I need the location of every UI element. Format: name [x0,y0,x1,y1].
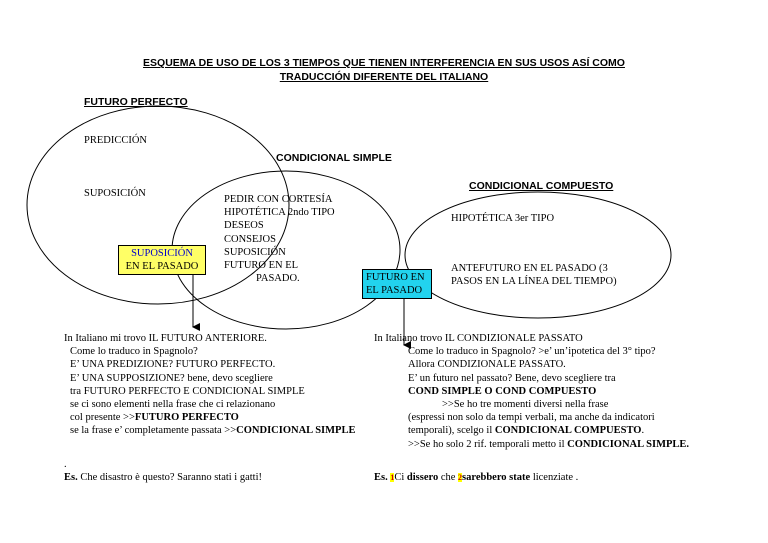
right-note: In Italiano trovo IL CONDIZIONALE PASSAT… [374,332,689,451]
futuro-pasado-line1: FUTURO EN [366,272,425,283]
cs-line-deseos: DESEOS [224,220,264,232]
right-note-line8: temporali), scelgo il CONDICIONAL COMPUE… [374,424,689,437]
left-note-line4: E’ UNA SUPPOSIZIONE? bene, devo sceglier… [70,372,273,384]
cs-line-pasado: PASADO. [256,273,300,285]
futuro-pasado-box: FUTURO EN EL PASADO [362,269,432,299]
right-note-line9-prefix: >>Se ho solo 2 rif. temporali metto il [408,438,568,450]
futuro-perfecto-suposicion: SUPOSICIÓN [84,188,146,199]
right-note-line2: Come lo traduco in Spagnolo? >e’ un’ipot… [408,346,656,358]
cs-line-suposicion: SUPOSICIÓN [224,246,286,258]
right-example-mid1: Ci [394,472,407,483]
left-note-line1: In Italiano mi trovo IL FUTURO ANTERIORE… [64,333,267,344]
left-note-line6: se ci sono elementi nella frase che ci r… [70,399,276,411]
left-example-text: Che disastro è questo? Saranno stati i g… [77,472,263,483]
right-example-end: licenziate . [530,472,579,483]
cc-antefuturo-line2: PASOS EN LA LÍNEA DEL TIEMPO) [451,276,617,288]
left-note-line3: E’ UNA PREDIZIONE? FUTURO PERFECTO. [70,359,276,371]
right-example-bold2: sarebbero state [462,472,531,483]
cs-line-hipotetica: HIPOTÉTICA 2ndo TIPO [224,207,335,219]
right-note-line9-bold: CONDICIONAL SIMPLE. [567,438,690,450]
condicional-compuesto-ellipse [404,191,672,319]
right-note-line1: In Italiano trovo IL CONDIZIONALE PASSAT… [374,333,583,344]
cc-hipotetica: HIPOTÉTICA 3er TIPO [451,213,555,224]
left-note: In Italiano mi trovo IL FUTURO ANTERIORE… [64,332,355,438]
right-example-mark1: 1 [390,473,395,482]
cc-antefuturo-line1: ANTEFUTURO EN EL PASADO (3 [451,263,608,274]
right-note-line3: Allora CONDIZIONALE PASSATO. [408,359,566,371]
right-note-line8-bold: CONDICIONAL COMPUESTO [494,425,642,437]
right-note-line7: (espressi non solo da tempi verbali, ma … [408,412,655,424]
right-note-line4: E’ un futuro nel passato? Bene, devo sce… [408,372,616,384]
futuro-perfecto-prediccion: PREDICCIÓN [84,135,148,146]
left-example: Es. Che disastro è questo? Saranno stati… [64,471,262,484]
right-note-line5: COND SIMPLE O COND COMPUESTO [408,385,597,397]
right-example-bold1: dissero [406,472,439,483]
right-example-label: Es. [374,472,388,483]
cs-line-consejos: CONSEJOS [224,233,276,245]
suposicion-pasado-line1: SUPOSICIÓN [131,248,193,259]
left-note-dot: . [64,459,67,470]
right-note-line9: >>Se ho solo 2 rif. temporali metto il C… [374,438,689,451]
left-note-line8-bold: CONDICIONAL SIMPLE [236,425,356,437]
left-note-line8-prefix: se la frase e’ completamente passata >> [70,425,237,437]
right-note-line8-suffix: . [641,425,645,437]
condicional-compuesto-heading: CONDICIONAL COMPUESTO [469,180,614,192]
left-note-line7-prefix: col presente >> [70,412,135,424]
left-note-line5: tra FUTURO PERFECTO E CONDICIONAL SIMPLE [70,385,305,397]
suposicion-pasado-box: SUPOSICIÓN EN EL PASADO [118,245,206,275]
futuro-perfecto-ellipse [26,105,290,305]
left-note-line7-bold: FUTURO PERFECTO [134,412,239,424]
cs-line-futuro: FUTURO EN EL [224,260,299,272]
page-title-line1: ESQUEMA DE USO DE LOS 3 TIEMPOS QUE TIEN… [143,57,625,69]
left-note-line7: col presente >>FUTURO PERFECTO [64,411,355,424]
cc-antefuturo: ANTEFUTURO EN EL PASADO (3 PASOS EN LA L… [451,262,617,288]
right-example: Es. 1Ci dissero che 2sarebbero state lic… [374,471,578,484]
right-example-mark2: 2 [458,473,463,482]
condicional-simple-heading: CONDICIONAL SIMPLE [276,152,392,164]
left-note-line2: Come lo traduco in Spagnolo? [70,346,198,358]
suposicion-pasado-line2: EN EL PASADO [125,261,199,272]
left-example-label: Es. [64,472,78,483]
futuro-perfecto-heading: FUTURO PERFECTO [84,96,188,108]
right-note-line6: >>Se ho tre momenti diversi nella frase [442,399,609,411]
right-example-mid2: che [438,472,459,483]
cs-line-cortesia: PEDIR CON CORTESÍA [224,194,333,205]
page-title-line2: TRADUCCIÓN DIFERENTE DEL ITALIANO [279,71,489,83]
right-note-line8-prefix: temporali), scelgo il [408,425,495,437]
condicional-simple-list: PEDIR CON CORTESÍA HIPOTÉTICA 2ndo TIPO … [224,193,335,285]
futuro-pasado-line2: EL PASADO [366,285,423,296]
left-note-line8: se la frase e’ completamente passata >>C… [64,424,355,437]
